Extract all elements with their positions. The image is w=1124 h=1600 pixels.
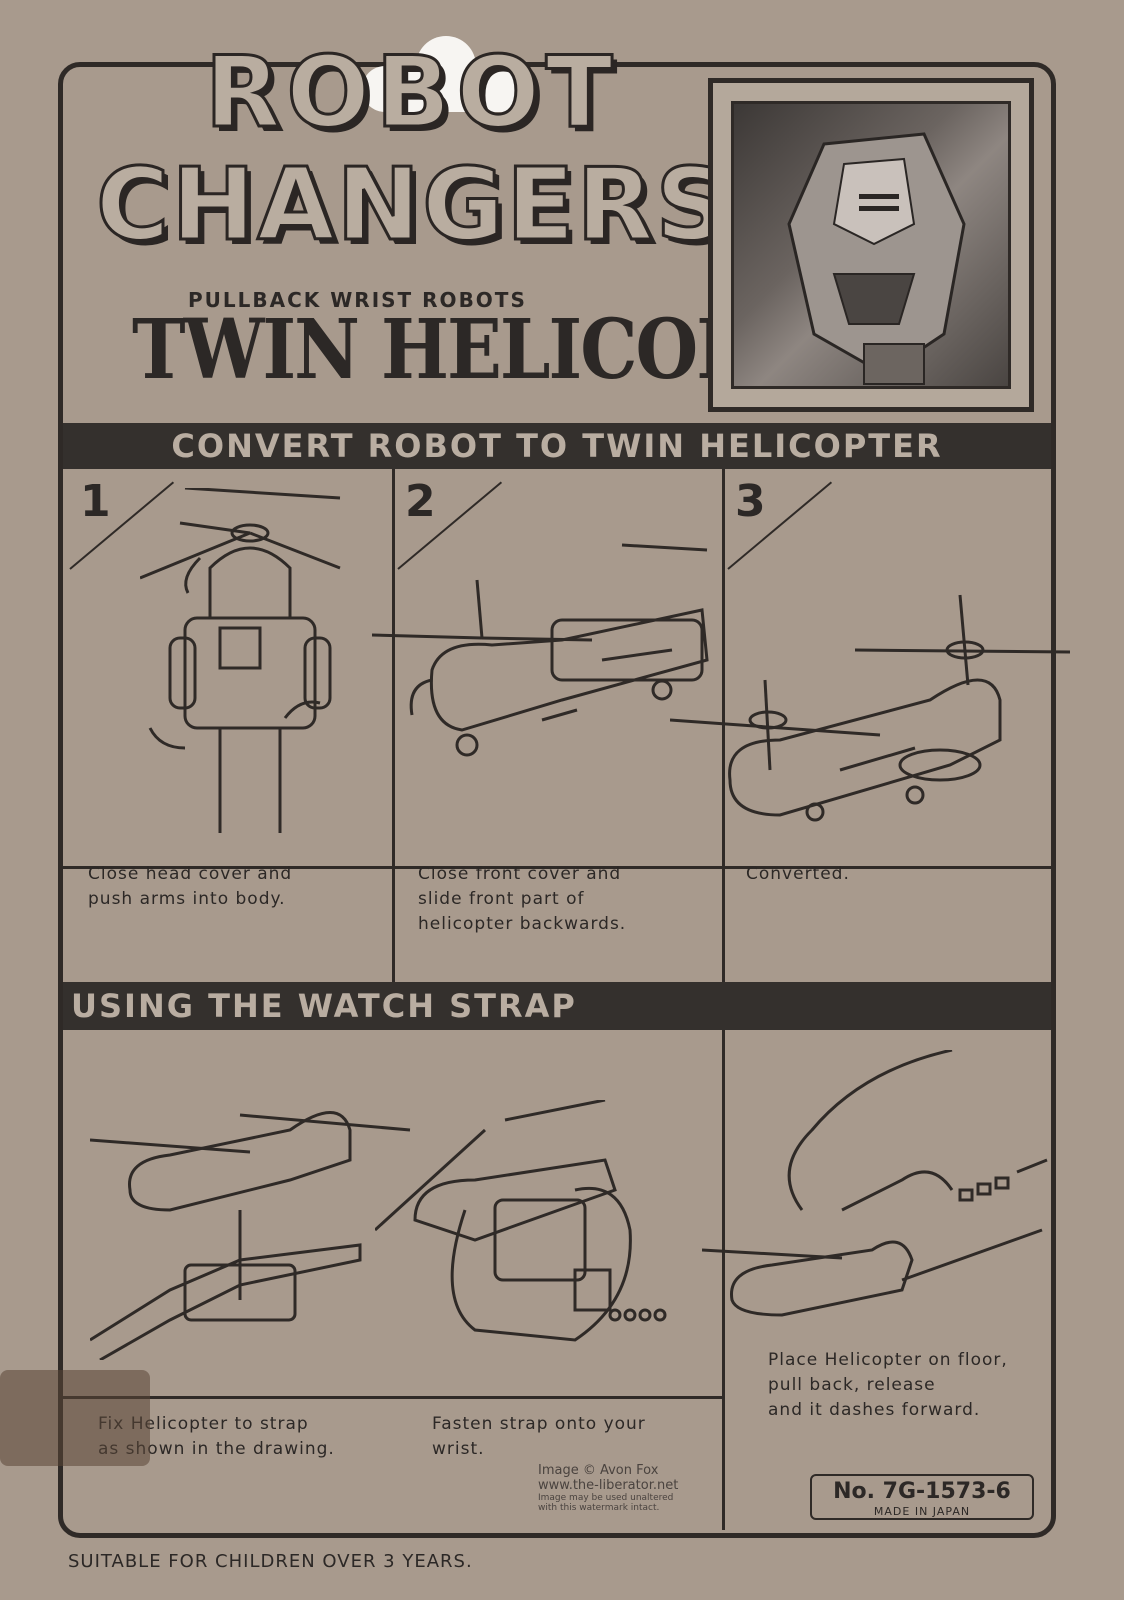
watermark-url: www.the-liberator.net (538, 1478, 679, 1493)
strap-caption-place: Place Helicopter on floor, pull back, re… (768, 1350, 1008, 1420)
image-watermark: Image © Avon Fox www.the-liberator.net I… (538, 1463, 678, 1513)
divider (392, 469, 395, 982)
part-number: No. 7G-1573-6 (833, 1479, 1011, 1504)
strap-heading: USING THE WATCH STRAP (63, 982, 1051, 1030)
outer-frame (58, 62, 1056, 1538)
robot-head-icon (787, 132, 966, 385)
step-3-caption: Converted. (746, 864, 850, 884)
step-2-caption: Close front cover and slide front part o… (418, 864, 627, 934)
helicopter-sliding-illustration (372, 543, 709, 757)
robot-photo-frame (708, 78, 1034, 412)
step-number: 3 (735, 476, 766, 527)
divider (63, 866, 1051, 869)
strap-caption-fasten: Fasten strap onto your wrist. (432, 1414, 646, 1459)
part-number-box: No. 7G-1573-6 MADE IN JAPAN (810, 1474, 1034, 1520)
hang-hole (362, 36, 530, 112)
made-in-label: MADE IN JAPAN (873, 1505, 971, 1518)
card-stain (0, 1370, 150, 1466)
divider (722, 1030, 725, 1530)
watermark-credit: Image © Avon Fox (538, 1463, 659, 1478)
robot-folding-illustration (140, 488, 341, 833)
fix-helicopter-illustration (90, 1111, 411, 1360)
logo-robot: ROBOT (204, 35, 619, 152)
subtitle: PULLBACK WRIST ROBOTS (188, 288, 527, 312)
watermark-terms: with this watermark intact. (538, 1503, 660, 1513)
fasten-strap-illustration (375, 1100, 667, 1342)
robot-photo (731, 101, 1011, 389)
age-warning: SUITABLE FOR CHILDREN OVER 3 YEARS. (68, 1551, 473, 1572)
divider (63, 1396, 723, 1399)
convert-heading: CONVERT ROBOT TO TWIN HELICOPTER (63, 423, 1051, 469)
step-number: 2 (405, 476, 436, 527)
pull-back-illustration (702, 1050, 1048, 1317)
step-1-caption: Close head cover and push arms into body… (88, 864, 293, 909)
divider (722, 469, 725, 982)
step-number: 1 (80, 476, 111, 527)
helicopter-converted-illustration (670, 594, 1071, 822)
watermark-terms: Image may be used unaltered (538, 1493, 674, 1503)
logo-changers: CHANGERS (95, 145, 730, 265)
